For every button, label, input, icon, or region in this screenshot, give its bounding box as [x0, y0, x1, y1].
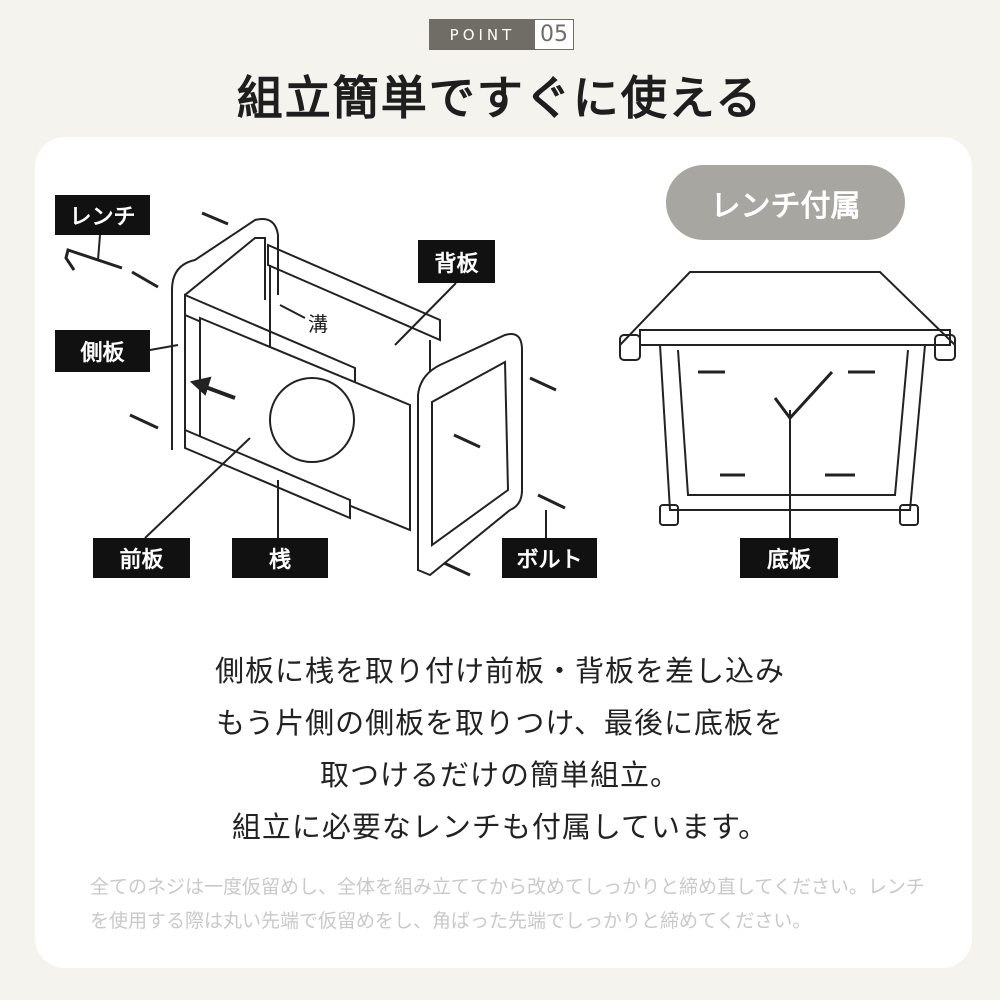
bottom-panel-label: 底板 [740, 538, 838, 578]
rail-label: 桟 [232, 538, 328, 578]
wrench-label: レンチ [55, 195, 150, 235]
description-line: もう片側の側板を取りつけ、最後に底板を [216, 706, 784, 740]
point-number: 05 [535, 20, 573, 49]
side-panel-label: 側板 [55, 330, 150, 372]
page-title: 組立簡単ですぐに使える [236, 71, 764, 125]
wrench-included-badge: レンチ付属 [666, 165, 905, 240]
point-badge: POINT 05 [429, 19, 574, 50]
right-bottom-view-diagram [619, 271, 956, 538]
point-label: POINT [430, 20, 535, 49]
description-line: 取つけるだけの簡単組立。 [319, 758, 680, 792]
assembly-note: 全てのネジは一度仮留めし、全体を組み立ててから改めてしっかりと締め直してください… [90, 876, 925, 932]
description: 側板に桟を取り付け前板・背板を差し込み もう片側の側板を取りつけ、最後に底板を … [0, 645, 1000, 853]
front-panel-label: 前板 [93, 538, 190, 578]
description-line: 側板に桟を取り付け前板・背板を差し込み [214, 654, 785, 688]
left-exploded-diagram [64, 211, 566, 577]
back-panel-label: 背板 [418, 240, 495, 283]
groove-label: 溝 [308, 312, 328, 336]
description-line: 組立に必要なレンチも付属しています。 [231, 810, 769, 844]
bolt-label: ボルト [502, 538, 597, 578]
